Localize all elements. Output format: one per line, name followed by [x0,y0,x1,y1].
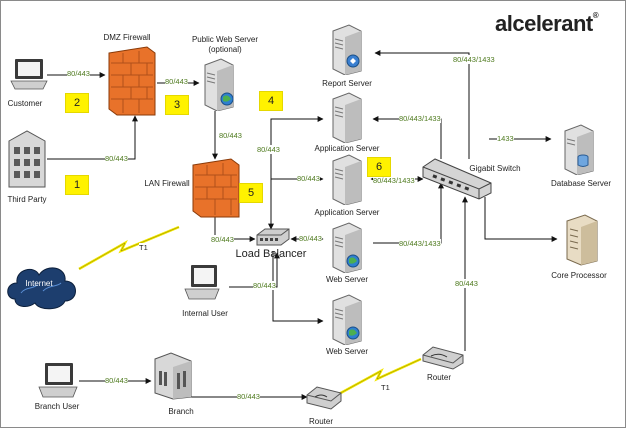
router-icon [305,385,343,416]
port-label: T1 [139,243,148,252]
router-label: Router [426,373,452,382]
branch-user-label: Branch User [34,402,80,411]
internet-label: Internet [25,279,53,288]
port-label: 80/443 [253,281,276,290]
web-server-icon [329,293,365,350]
port-label: 80/443 [299,234,322,243]
web-server-label: Web Server [325,347,369,356]
port-label: 80/443/1433 [399,114,441,123]
port-label: 80/443 [455,279,478,288]
gigabit-switch-label: Gigabit Switch [469,164,521,173]
step-badge: 1 [65,175,89,195]
branch-label: Branch [168,407,194,416]
laptop-icon [37,361,79,404]
link-switch-report [374,50,470,159]
load-balancer-label: Load Balancer [235,248,307,260]
third-party-label: Third Party [7,195,47,204]
link-lb-app1 [268,116,324,230]
port-label: 80/443/1433 [453,55,495,64]
core-processor-icon [563,213,601,272]
internal-user-label: Internal User [182,309,228,318]
database-server-label: Database Server [550,179,612,188]
application-server-icon [329,153,365,210]
firewall-icon [191,157,241,224]
router-icon [421,345,465,376]
report-server-icon [329,23,365,80]
port-label: 80/443/1433 [373,176,415,185]
link-switch-core [484,197,558,242]
port-label: 80/443 [297,174,320,183]
public-web-server-label: Public Web Server [191,35,259,44]
customer-label: Customer [7,99,43,108]
port-label: 80/443 [165,77,188,86]
port-label: 80/443 [219,131,242,140]
application-server-label: Application Server [314,208,380,217]
port-label: 80/443 [105,154,128,163]
load-balancer-icon [255,227,291,252]
laptop-icon [9,57,49,98]
web-server-icon [329,221,365,278]
port-label: 80/443 [211,235,234,244]
gigabit-switch-icon [421,157,493,206]
laptop-icon [183,263,223,308]
public-web-server-note: (optional) [208,45,242,54]
step-badge: 5 [239,183,263,203]
step-badge: 6 [367,157,391,177]
database-server-icon [561,123,597,180]
lan-firewall-label: LAN Firewall [144,179,190,188]
link-switch-app1 [372,116,442,159]
core-processor-label: Core Processor [551,271,607,280]
step-badge: 3 [165,95,189,115]
link-internal-lb [229,252,280,288]
port-label: 1433 [497,134,514,143]
web-server-label: Web Server [325,275,369,284]
port-label: 80/443 [257,145,280,154]
router-label: Router [308,417,334,426]
step-badge: 2 [65,93,89,113]
web-server-icon [201,57,237,116]
application-server-label: Application Server [314,144,380,153]
internet-cloud-icon [3,255,81,320]
port-label: 80/443/1433 [399,239,441,248]
step-badge: 4 [259,91,283,111]
port-label: 80/443 [67,69,90,78]
application-server-icon [329,91,365,148]
firewall-icon [107,45,157,122]
link-thirdparty-dmz [47,115,138,160]
building-icon [5,127,49,196]
link-switch-web1 [373,182,444,244]
link-lb-web2 [272,251,324,324]
dmz-firewall-label: DMZ Firewall [103,33,151,42]
branch-building-icon [151,351,195,406]
company-logo: alcelerant® [495,11,599,36]
report-server-label: Report Server [322,79,372,88]
t1-lightning-routers [336,357,422,397]
port-label: T1 [381,383,390,392]
port-label: 80/443 [237,392,260,401]
port-label: 80/443 [105,376,128,385]
